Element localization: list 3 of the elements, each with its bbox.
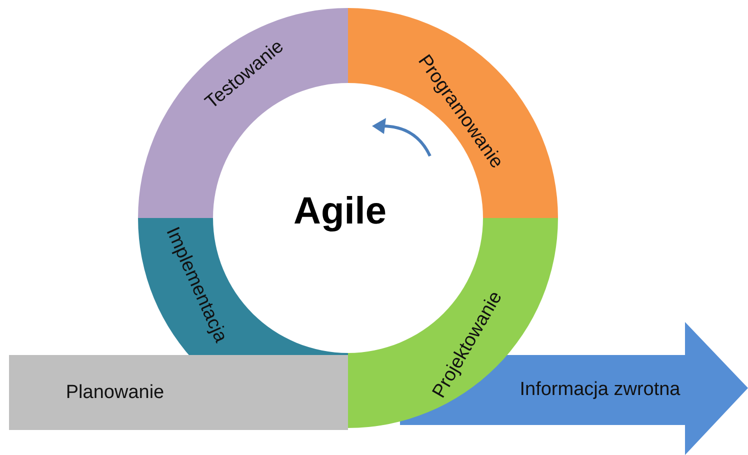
arrow-label: Informacja zwrotna <box>520 379 680 401</box>
center-title: Agile <box>294 190 386 234</box>
bar-label: Planowanie <box>66 382 164 404</box>
